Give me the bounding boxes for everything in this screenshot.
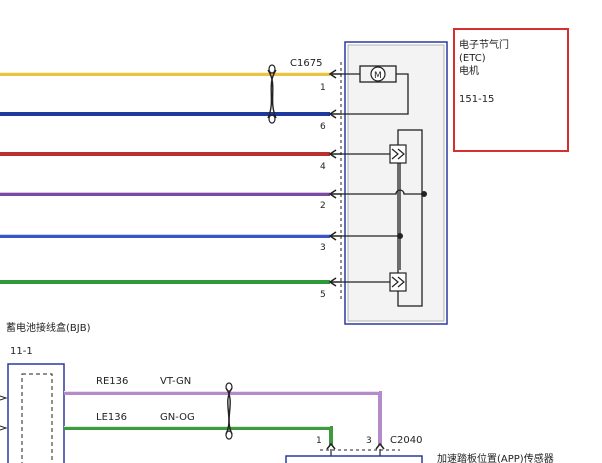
etc-pin-arrows: [328, 69, 342, 287]
pin-label: 1: [316, 436, 322, 446]
pin-label: 1: [320, 83, 326, 93]
twisted-pair-marker: [267, 64, 277, 124]
pin-label: 5: [320, 290, 326, 300]
pin-label: 4: [320, 162, 326, 172]
junction-dot: [397, 233, 403, 239]
bjb-box: [7, 363, 65, 463]
app-component-box: [285, 455, 423, 463]
bjb-ref: 11-1: [10, 346, 33, 357]
wire-vt-gn: [64, 391, 382, 445]
circuit-id: LE136: [96, 412, 127, 423]
etc-title-line3: 电机: [459, 64, 479, 77]
pin-label: 6: [320, 122, 326, 132]
etc-title-line1: 电子节气门: [459, 38, 509, 51]
sensor-circuit: [342, 129, 424, 307]
wire-light-blue: [0, 234, 330, 238]
hall-sensor-icon: [389, 144, 407, 164]
app-label: 加速踏板位置(APP)传感器: [437, 452, 554, 463]
etc-code: 151-15: [459, 94, 494, 105]
circuit-color-code: VT-GN: [160, 376, 191, 387]
circuit-color-code: GN-OG: [160, 412, 195, 423]
connector-c1675-label: C1675: [290, 58, 322, 69]
circuit-id: RE136: [96, 376, 128, 387]
junction-dot: [421, 191, 427, 197]
wire-gn-og: [64, 426, 333, 445]
hall-sensor-icon: [389, 272, 407, 292]
bjb-inner-dashed: [21, 373, 53, 463]
motor-symbol: M: [374, 71, 382, 81]
bjb-title: 蓄电池接线盒(BJB): [6, 321, 91, 334]
pin-label: 3: [320, 243, 326, 253]
motor-icon: M: [342, 65, 409, 115]
highlight-box: [453, 28, 569, 152]
bjb-left-marks: [0, 395, 8, 431]
wire-purple: [0, 192, 330, 196]
twisted-pair-marker: [225, 382, 233, 440]
wire-yellow: [0, 72, 330, 76]
etc-title-line2: (ETC): [459, 53, 486, 64]
sensor-leads: [388, 153, 390, 283]
pin-label: 3: [366, 436, 372, 446]
pin-label: 2: [320, 201, 326, 211]
connector-c2040-label: C2040: [390, 435, 422, 446]
app-pin-arrows: [326, 442, 385, 450]
